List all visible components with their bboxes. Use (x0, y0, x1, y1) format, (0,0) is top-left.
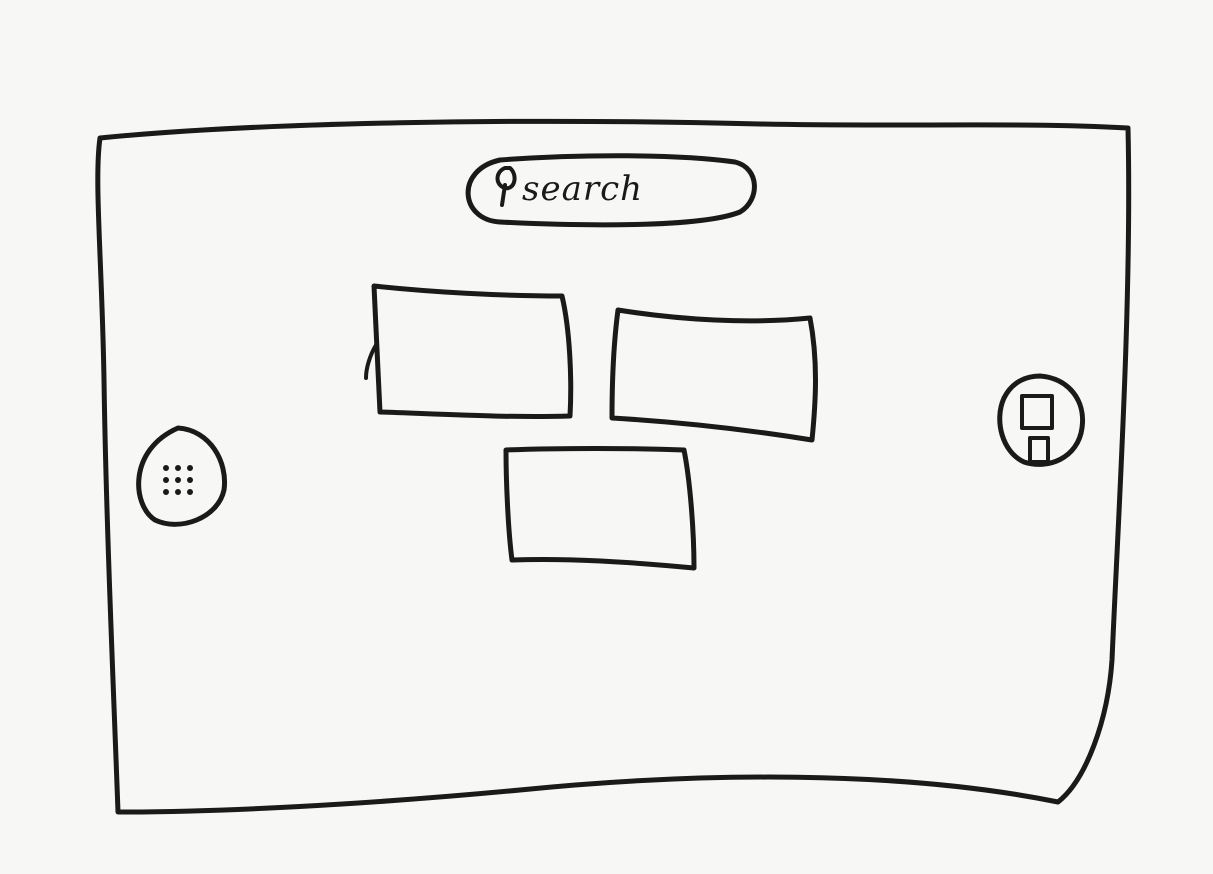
app-frame (95, 118, 1132, 815)
left-round-button (136, 425, 228, 527)
card-bottom[interactable] (503, 446, 697, 571)
search-bar[interactable]: search (465, 153, 757, 228)
device-icon (1020, 394, 1054, 464)
right-round-button (997, 373, 1086, 467)
search-placeholder: search (522, 169, 643, 209)
search-icon (495, 166, 517, 207)
device-button[interactable] (997, 373, 1086, 467)
search-input (465, 153, 757, 228)
grid-dots-button[interactable] (136, 425, 228, 527)
card-top-left[interactable] (371, 283, 574, 420)
grid-dots-icon (163, 465, 193, 495)
card-top-left-stroke (364, 343, 378, 380)
card-top-right[interactable] (609, 307, 818, 443)
